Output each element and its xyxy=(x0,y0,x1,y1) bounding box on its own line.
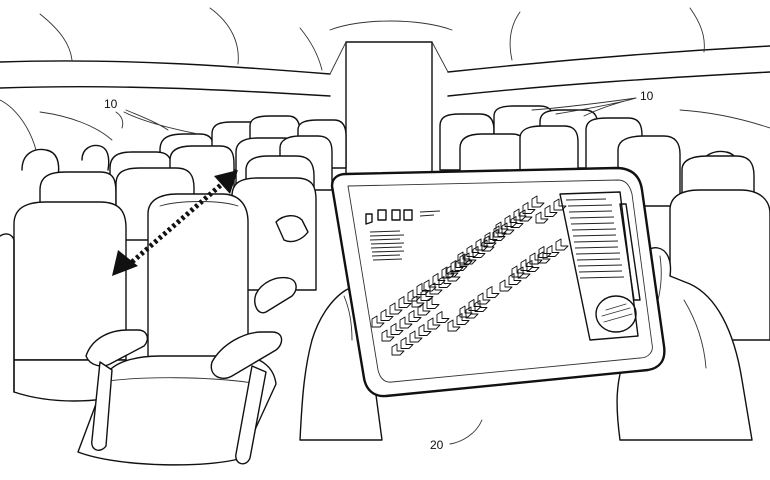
seat-map-seat-icon xyxy=(441,266,455,279)
seat-map-seat-icon xyxy=(400,337,414,349)
seat-map-seat-icon xyxy=(504,215,518,227)
seat-map-seat-icon xyxy=(459,305,473,318)
selected-seat xyxy=(77,193,297,466)
seat-map-seat-icon xyxy=(553,198,567,211)
seat-map-seat-icon xyxy=(519,209,533,222)
reference-labels: 10 10 20 xyxy=(104,89,654,452)
seat-map-seat-icon xyxy=(427,317,441,330)
seat-map-seat-icon xyxy=(495,221,509,234)
seat-map-seat-icon xyxy=(483,235,497,248)
seat-map-seat-icon xyxy=(454,259,468,271)
seat-map-seat-icon xyxy=(472,246,486,258)
seat-map-seat-icon xyxy=(426,297,440,309)
seat-map-seat-icon xyxy=(408,310,422,322)
seat-map-seat-icon xyxy=(531,195,545,208)
seat-map-seat-icon xyxy=(391,343,405,356)
seat-map-seat-icon xyxy=(517,266,531,279)
seat-map-seat-icon xyxy=(544,205,558,217)
seat-map-seat-icon xyxy=(450,260,464,272)
seat-map-seat-icon xyxy=(475,238,489,251)
seat-map-seat-icon xyxy=(420,289,434,301)
seat-map-seat-icon xyxy=(474,300,488,312)
seat-map xyxy=(371,195,569,356)
seat-map-seat-icon xyxy=(486,286,500,298)
side-panel xyxy=(559,191,641,341)
seat-map-seat-icon xyxy=(447,269,461,282)
ref-label-seats-left: 10 xyxy=(104,97,118,111)
tablet-device xyxy=(330,166,666,398)
seat-map-seat-icon xyxy=(537,251,551,264)
seat-map-seat-icon xyxy=(390,323,404,335)
seat-map-seat-icon xyxy=(456,313,470,325)
seat-map-seat-icon xyxy=(546,245,560,257)
seat-map-seat-icon xyxy=(513,208,527,221)
seat-info-text-block xyxy=(369,230,405,261)
seat-map-seat-icon xyxy=(510,216,524,228)
seat-map-seat-icon xyxy=(457,251,471,264)
seat-map-seat-icon xyxy=(520,259,534,271)
seat-map-seat-icon xyxy=(477,292,491,305)
seat-map-seat-icon xyxy=(465,306,479,319)
seat-map-seat-icon xyxy=(417,303,431,316)
seat-map-seat-icon xyxy=(555,238,569,251)
seat-map-seat-icon xyxy=(468,299,482,311)
seat-map-seat-icon xyxy=(380,309,394,321)
seat-map-seat-icon xyxy=(522,202,536,214)
seat-map-seat-icon xyxy=(438,276,452,288)
seat-map-seat-icon xyxy=(466,245,480,257)
seat-map-seat-icon xyxy=(501,222,515,235)
seat-map-seat-icon xyxy=(445,265,459,278)
seat-map-seat-icon xyxy=(511,265,525,278)
seat-map-seat-icon xyxy=(447,319,461,332)
galley-door xyxy=(329,41,449,185)
seat-map-seat-icon xyxy=(381,329,395,342)
seat-map-seat-icon xyxy=(535,211,549,224)
seat-map-seat-icon xyxy=(526,260,540,272)
seat-map-seat-icon xyxy=(484,232,498,244)
seat-map-seat-icon xyxy=(432,273,446,285)
seat-map-seat-icon xyxy=(492,229,506,241)
seat-map-seat-icon xyxy=(371,315,385,328)
seat-map-seat-icon xyxy=(499,279,513,292)
seat-map-seat-icon xyxy=(389,302,403,315)
seat-map-seat-icon xyxy=(423,279,437,292)
seat-map-seat-icon xyxy=(508,273,522,285)
cabin-ceiling xyxy=(0,7,770,97)
tablet-screen xyxy=(365,191,641,356)
ref-label-seats-right: 10 xyxy=(640,89,654,103)
seat-map-seat-icon xyxy=(436,311,450,323)
seat-map-seat-icon xyxy=(418,324,432,336)
seat-map-seat-icon xyxy=(538,246,552,258)
seat-map-seat-icon xyxy=(429,282,443,295)
seat-map-seat-icon xyxy=(398,296,412,308)
seat-map-seat-icon xyxy=(529,252,543,265)
seat-map-seat-icon xyxy=(463,252,477,265)
recline-arrow-icon xyxy=(112,170,238,276)
seat-map-seat-icon xyxy=(411,295,425,308)
ref-label-tablet: 20 xyxy=(430,438,444,452)
seat-map-seat-icon xyxy=(416,283,430,295)
seat-map-seat-icon xyxy=(409,330,423,343)
seat-map-seat-icon xyxy=(399,316,413,329)
seat-icon-row xyxy=(365,209,441,225)
seat-map-seat-icon xyxy=(407,289,421,302)
